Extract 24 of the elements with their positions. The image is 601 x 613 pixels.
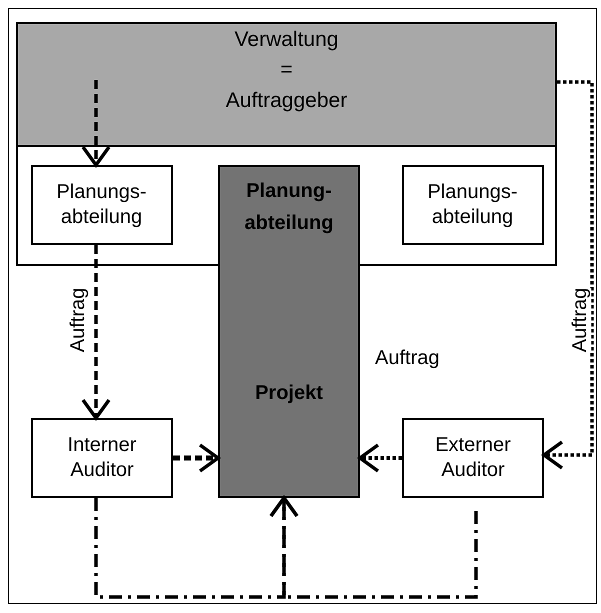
arrow — [269, 496, 478, 599]
administration-box — [16, 22, 557, 266]
department-box — [402, 164, 544, 244]
header-text: Verwaltung — [234, 27, 338, 53]
arrow — [81, 80, 111, 167]
auditor-box — [402, 418, 544, 498]
department-box — [30, 164, 172, 244]
box-text: Planungs- abteilung — [55, 180, 148, 230]
auditor-box — [31, 418, 173, 498]
arrow — [173, 443, 220, 473]
column-heading: Planung- abteilung — [244, 179, 334, 236]
edge-label: Auftrag — [569, 288, 592, 352]
note-label: Auftrag — [375, 347, 440, 369]
box-text: Planungs- abteilung — [426, 180, 519, 230]
arrow — [358, 443, 402, 473]
header-text: Auftraggeber — [226, 88, 348, 114]
arrow — [81, 245, 111, 420]
box-text: Externer Auditor — [434, 433, 512, 483]
project-column — [218, 165, 360, 498]
column-text: Projekt — [254, 381, 324, 406]
header-text: = — [280, 57, 293, 84]
box-text: Interner Auditor — [66, 433, 138, 483]
edge-label: Auftrag — [67, 288, 90, 352]
arrow — [542, 80, 594, 470]
